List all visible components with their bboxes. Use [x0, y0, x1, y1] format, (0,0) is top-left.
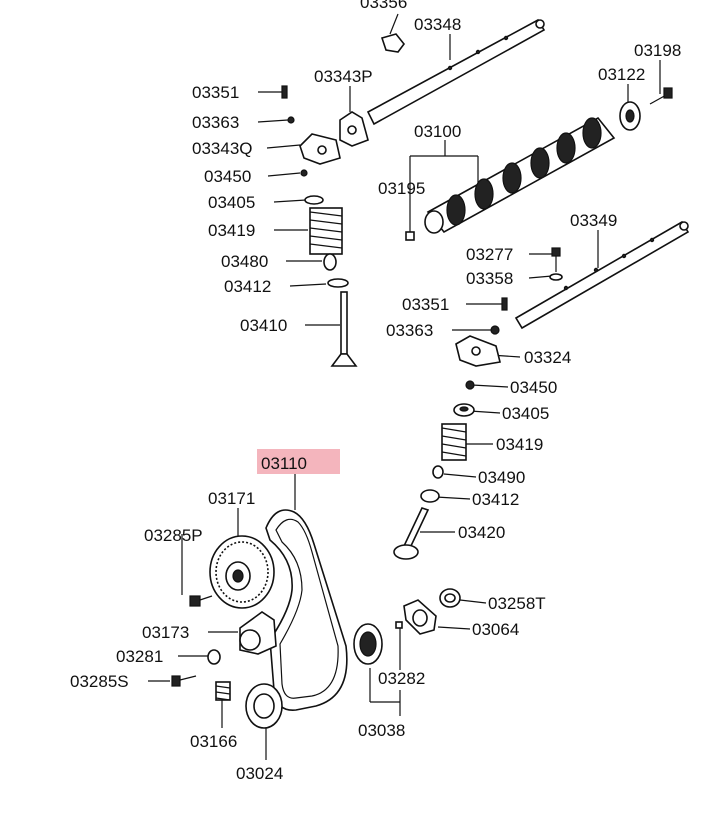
- label-03349: 03349: [570, 211, 617, 230]
- label-03363-a: 03363: [192, 113, 239, 132]
- label-03343Q: 03343Q: [192, 139, 253, 158]
- rocker-arm-03324: [455, 335, 501, 367]
- seal-03258T: [439, 588, 461, 608]
- seal-03122: [619, 101, 641, 131]
- label-03405-b: 03405: [502, 404, 549, 423]
- label-03412-b: 03412: [472, 490, 519, 509]
- pin-03195: [405, 231, 415, 241]
- label-03277: 03277: [466, 245, 513, 264]
- label-03405-a: 03405: [208, 193, 255, 212]
- rocker-arm-p: [339, 111, 369, 147]
- label-03281: 03281: [116, 647, 163, 666]
- part-03356: [380, 33, 406, 53]
- label-03343P: 03343P: [314, 67, 373, 86]
- rocker-shaft-upper: [366, 18, 546, 126]
- label-03450-a: 03450: [204, 167, 251, 186]
- label-03480: 03480: [221, 252, 268, 271]
- label-03420: 03420: [458, 523, 505, 542]
- label-03038: 03038: [358, 721, 405, 740]
- label-03195: 03195: [378, 179, 425, 198]
- screw-03351-left: [281, 85, 288, 99]
- label-03356: 03356: [360, 0, 407, 12]
- screw-03351-right: [501, 297, 508, 311]
- key-03282: [395, 621, 403, 629]
- seal-03412-right: [420, 489, 440, 503]
- part-labels: 03356 03348 03198 03122 03343P 03351 033…: [70, 0, 681, 783]
- bolt-03277: [551, 247, 561, 272]
- label-03419-b: 03419: [496, 435, 543, 454]
- bolt-03285P: [189, 595, 213, 607]
- rocker-arm-q: [299, 133, 341, 165]
- label-03450-b: 03450: [510, 378, 557, 397]
- washer-03358: [549, 273, 563, 281]
- nut-03363-right: [490, 325, 500, 335]
- label-03282: 03282: [378, 669, 425, 688]
- spring-03166: [215, 681, 231, 701]
- flange-03064: [403, 599, 437, 635]
- seat-03490: [432, 465, 444, 479]
- retainer-03405-left: [304, 195, 324, 205]
- seat-03480: [323, 253, 337, 271]
- plate-03024: [245, 683, 283, 729]
- spring-03419-left: [309, 207, 343, 255]
- label-03258T: 03258T: [488, 594, 546, 613]
- bolt-03198: [649, 87, 673, 105]
- label-03198: 03198: [634, 41, 681, 60]
- label-03324: 03324: [524, 348, 571, 367]
- tensioner-03173: [239, 611, 277, 655]
- nut-03450-left: [300, 169, 308, 177]
- rocker-shaft-lower: [514, 220, 690, 330]
- timing-belt-03110: [265, 509, 348, 711]
- washer-03281: [207, 649, 221, 665]
- label-03358: 03358: [466, 269, 513, 288]
- label-03490: 03490: [478, 468, 525, 487]
- label-03024: 03024: [236, 764, 283, 783]
- label-03173: 03173: [142, 623, 189, 642]
- seal-03412-left: [327, 278, 349, 288]
- label-03410: 03410: [240, 316, 287, 335]
- label-03351-b: 03351: [402, 295, 449, 314]
- label-03110: 03110: [261, 454, 307, 473]
- leader-lines: [148, 13, 661, 760]
- retainer-03405-right: [453, 403, 475, 417]
- highlight-box-03110: [257, 449, 340, 474]
- valve-03410: [330, 291, 358, 367]
- spring-03419-right: [441, 423, 467, 461]
- label-03100: 03100: [414, 122, 461, 141]
- sprocket-03171: [209, 535, 275, 609]
- label-03285S: 03285S: [70, 672, 129, 691]
- camshaft: [424, 116, 616, 234]
- label-03166: 03166: [190, 732, 237, 751]
- label-03363-b: 03363: [386, 321, 433, 340]
- valve-03420: [393, 507, 430, 560]
- label-03285P: 03285P: [144, 526, 203, 545]
- label-03419-a: 03419: [208, 221, 255, 240]
- label-03171: 03171: [208, 489, 255, 508]
- label-03122: 03122: [598, 65, 645, 84]
- label-03412-a: 03412: [224, 277, 271, 296]
- nut-03363-left: [287, 116, 295, 124]
- nut-03450-right: [465, 380, 475, 390]
- label-03351-a: 03351: [192, 83, 239, 102]
- label-03348: 03348: [414, 15, 461, 34]
- label-03064: 03064: [472, 620, 519, 639]
- bolt-03285S: [171, 675, 197, 687]
- sprocket-03038: [353, 623, 383, 665]
